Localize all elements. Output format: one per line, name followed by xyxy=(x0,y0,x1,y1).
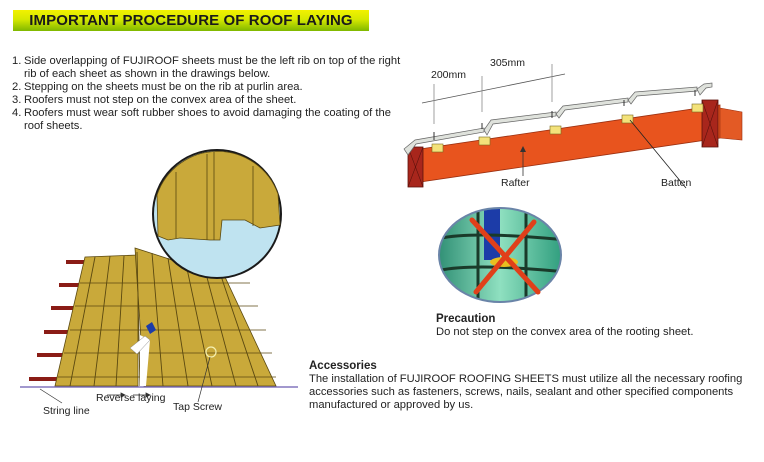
batten xyxy=(478,136,491,146)
purlin xyxy=(37,353,69,357)
purlin xyxy=(59,283,83,287)
shoe-icon xyxy=(129,335,151,355)
purlin xyxy=(66,260,88,264)
procedure-step-text: Roofers must wear soft rubber shoes to a… xyxy=(24,107,391,132)
batten xyxy=(431,143,444,153)
procedure-step: 3.Roofers must not step on the convex ar… xyxy=(12,94,297,106)
precaution-title: Precaution xyxy=(436,313,496,325)
procedure-step-text: Roofers must not step on the convex area… xyxy=(24,94,297,106)
roof-laying-diagram xyxy=(20,149,298,404)
accessories-text: The installation of FUJIROOF ROOFING SHE… xyxy=(309,373,743,411)
precaution-image xyxy=(438,207,562,303)
tap-screw-label: Tap Screw xyxy=(173,401,223,413)
accessories-title: Accessories xyxy=(309,360,377,372)
string-line-label: String line xyxy=(43,405,90,417)
roof-section-diagram xyxy=(403,64,743,189)
precaution-text: Do not step on the convex area of the ro… xyxy=(436,326,694,338)
procedure-step: 1.Side overlapping of FUJIROOF sheets mu… xyxy=(12,55,401,80)
post-cross xyxy=(407,146,424,188)
arrow-head xyxy=(120,392,126,398)
batten xyxy=(691,103,704,113)
procedure-step-text: Stepping on the sheets must be on the ri… xyxy=(24,81,303,93)
rafter-label: Rafter xyxy=(501,177,530,189)
purlin xyxy=(44,330,74,334)
dimension-line xyxy=(421,73,566,104)
roof-sheet xyxy=(627,86,698,105)
prohibited-cross-icon xyxy=(469,217,541,295)
roof-sheet xyxy=(483,111,557,136)
procedure-step: 4.Roofers must wear soft rubber shoes to… xyxy=(12,107,391,132)
roof-sheet xyxy=(696,82,713,96)
procedure-step-text: Side overlapping of FUJIROOF sheets must… xyxy=(24,55,401,80)
roof-sheet xyxy=(403,127,485,156)
roof-sheet xyxy=(555,97,629,119)
dimension-label-305mm: 305mm xyxy=(490,57,526,69)
rafter-arrowhead xyxy=(520,146,526,152)
reverse-laying-label: Reverse laying xyxy=(96,392,166,404)
rafter-extension xyxy=(719,107,743,141)
procedure-step: 2.Stepping on the sheets must be on the … xyxy=(12,81,303,93)
procedure-steps-list: 1.Side overlapping of FUJIROOF sheets mu… xyxy=(12,55,402,133)
shoe-leg-icon xyxy=(146,322,156,334)
purlin xyxy=(51,306,79,310)
page-title: IMPORTANT PROCEDURE OF ROOF LAYING xyxy=(29,12,353,29)
purlin xyxy=(29,377,63,381)
post-cross xyxy=(701,99,719,148)
arrow-head xyxy=(145,392,151,398)
batten-label: Batten xyxy=(661,177,692,189)
tap-screw-pointer xyxy=(197,356,211,403)
batten xyxy=(549,125,562,135)
string-line-pointer xyxy=(39,388,63,404)
title-banner: IMPORTANT PROCEDURE OF ROOF LAYING xyxy=(13,10,369,31)
batten-pointer xyxy=(629,119,687,189)
dimension-label-200mm: 200mm xyxy=(431,69,467,81)
rafter xyxy=(419,104,721,183)
batten xyxy=(621,114,634,124)
tap-screw-marker xyxy=(205,346,217,358)
magnified-sheet xyxy=(156,150,281,241)
